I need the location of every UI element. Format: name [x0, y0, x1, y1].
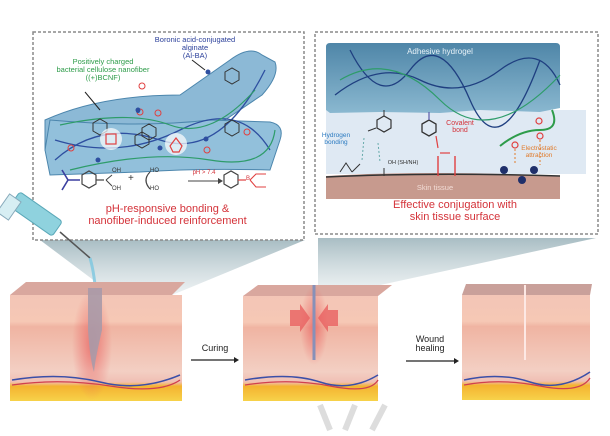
caption-line: skin tissue surface — [409, 210, 501, 223]
product-boron: B — [246, 176, 251, 182]
reactant1-oh-bottom: OH — [112, 186, 121, 192]
caption-line: pH-responsive bonding & — [105, 203, 230, 215]
interface-chemistry — [339, 109, 556, 184]
label-curing: Curing — [201, 343, 229, 353]
hydrogel-fiber-illustration — [44, 50, 282, 176]
caption-line: Effective conjugation with — [393, 199, 517, 211]
label-wound-healing: Wound healing — [408, 334, 452, 354]
label-hydrogen-bonding: Hydrogen bonding — [316, 132, 356, 147]
curing-arrowhead — [234, 357, 239, 363]
tissue-surface-line — [325, 173, 561, 178]
label-line: ((+)BCNF) — [85, 72, 121, 82]
interface-background — [326, 110, 586, 174]
label-line: (Al-BA) — [182, 50, 208, 60]
reactant2-ho-bottom: HO — [150, 186, 159, 192]
zoom-cone-right — [318, 238, 596, 296]
reactant1-oh-top: OH — [112, 168, 121, 174]
label-line: healing — [415, 343, 445, 354]
polymer-chain — [334, 57, 561, 96]
reaction-condition: pH > 7.4 — [192, 170, 216, 176]
skin-block-healed — [462, 284, 592, 400]
skin-block-injection — [10, 282, 185, 401]
label-line: Positively charged — [72, 57, 134, 66]
adhesive-hydrogel-layer — [326, 43, 560, 113]
healing-arrowhead — [454, 358, 459, 364]
skin-tissue-layer — [326, 173, 560, 199]
label-line: Electrostatic — [521, 145, 557, 152]
label-adhesive-hydrogel: Adhesive hydrogel — [407, 47, 473, 56]
label-line: Boronic acid-conjugated — [154, 35, 236, 44]
label-alba: Boronic acid-conjugated alginate (Al-BA) — [140, 36, 250, 60]
label-line: bacterial cellulose nanofiber — [56, 64, 150, 74]
alba-leader-line — [191, 59, 206, 71]
label-line: Wound — [415, 334, 445, 344]
label-line: bonding — [324, 138, 348, 146]
polymer-chain — [339, 68, 561, 121]
label-electrostatic: Electrostatic attraction — [510, 145, 568, 160]
label-oh-groups: OH (SH/NH) — [387, 160, 419, 166]
label-line: Covalent — [446, 120, 474, 127]
label-bcnf: Positively charged bacterial cellulose n… — [48, 58, 158, 82]
reactant2-ho-top: HO — [150, 168, 159, 174]
polymer-chain — [349, 49, 541, 128]
bcnf-leader-line — [84, 91, 101, 111]
reaction-scheme — [61, 169, 266, 191]
label-line: attraction — [525, 151, 553, 159]
reaction-plus: + — [128, 173, 134, 184]
label-line: Hydrogen — [321, 132, 351, 139]
caption-right: Effective conjugation with skin tissue s… — [355, 199, 555, 223]
caption-left: pH-responsive bonding & nanofiber-induce… — [60, 203, 275, 227]
label-line: alginate — [181, 42, 209, 52]
caption-line: nanofiber-induced reinforcement — [88, 214, 247, 227]
label-line: bond — [452, 127, 468, 135]
label-skin-tissue: Skin tissue — [416, 183, 454, 192]
label-covalent-bond: Covalent bond — [440, 120, 480, 135]
watermark — [317, 403, 388, 432]
skin-block-curing — [243, 285, 392, 401]
